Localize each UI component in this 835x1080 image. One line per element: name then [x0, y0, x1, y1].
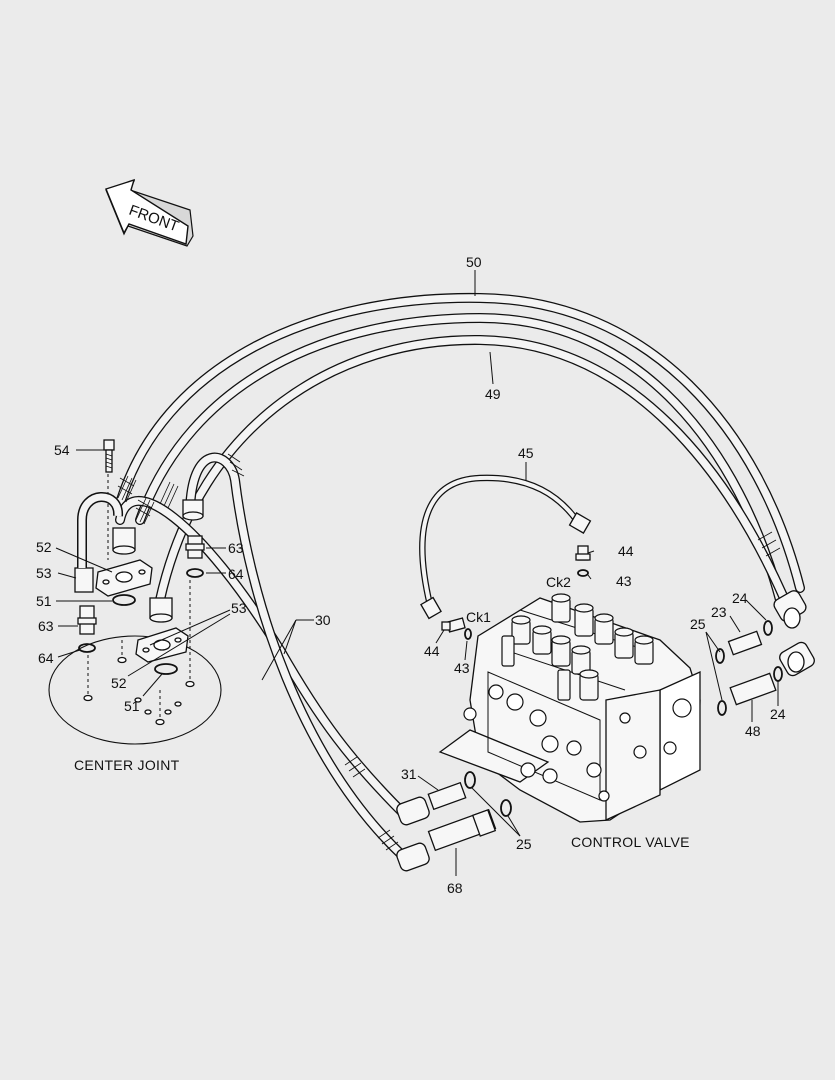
- bolt-54: [103, 439, 115, 473]
- callout-64-right: 64: [228, 566, 244, 582]
- hose-45: [419, 474, 592, 620]
- callout-48: 48: [745, 723, 761, 739]
- o-ring-64-right: [186, 568, 204, 578]
- front-arrow: FRONT: [105, 178, 194, 247]
- callout-54: 54: [54, 442, 70, 458]
- adapter-48: [729, 672, 777, 706]
- o-ring-64-left: [78, 643, 96, 653]
- callout-24-upper: 24: [732, 590, 748, 606]
- callout-30: 30: [315, 612, 331, 628]
- callout-24-lower: 24: [770, 706, 786, 722]
- caption-center-joint: CENTER JOINT: [74, 757, 180, 773]
- adapter-31: [427, 781, 467, 811]
- o-ring-25-b1: [464, 771, 476, 789]
- o-ring-25-b2: [500, 799, 512, 817]
- adapter-68: [427, 808, 497, 852]
- hose-end-fittings-center: [74, 492, 204, 623]
- callout-25-bottom: 25: [516, 836, 532, 852]
- o-ring-25-lower: [717, 700, 727, 716]
- leader-lines: [55, 270, 779, 876]
- adapter-63-left: [77, 605, 97, 635]
- callout-25-right: 25: [690, 616, 706, 632]
- callout-31: 31: [401, 766, 417, 782]
- callout-43-left: 43: [454, 660, 470, 676]
- hose-49a: [135, 312, 785, 605]
- callout-53-upper: 53: [36, 565, 52, 581]
- callout-44-left: 44: [424, 643, 440, 659]
- callout-52-upper: 52: [36, 539, 52, 555]
- callout-labels: 50 49 45 54 52 53 51 63 64 63 64 53 52 5…: [36, 254, 786, 896]
- hose-end-right-lower: [779, 641, 815, 677]
- caption-control-valve: CONTROL VALVE: [571, 834, 690, 850]
- flange-upper: [95, 559, 153, 597]
- callout-23: 23: [711, 604, 727, 620]
- callout-63-right: 63: [228, 540, 244, 556]
- callout-ck2: Ck2: [546, 574, 571, 590]
- hose-braid-marks: [117, 453, 781, 851]
- hose-50: [113, 292, 805, 593]
- callout-50: 50: [466, 254, 482, 270]
- hose-end-right-upper: [773, 590, 807, 629]
- callout-68: 68: [447, 880, 463, 896]
- hose-30b: [185, 452, 410, 863]
- o-ring-43-top: [577, 569, 589, 577]
- hose-end-30a: [396, 796, 430, 826]
- fitting-44-top: [575, 545, 591, 561]
- o-ring-25-upper: [715, 648, 725, 664]
- callout-51-upper: 51: [36, 593, 52, 609]
- callout-49: 49: [485, 386, 501, 402]
- center-joint-plate: [48, 462, 222, 745]
- flange-lower: [135, 627, 189, 663]
- control-valve: [438, 593, 701, 823]
- adapter-63-right: [185, 535, 205, 559]
- callout-64-left: 64: [38, 650, 54, 666]
- adapter-23: [727, 630, 763, 656]
- fitting-44-left: [441, 617, 466, 633]
- o-ring-51-upper: [112, 594, 136, 606]
- callout-63-left: 63: [38, 618, 54, 634]
- callout-44-top: 44: [618, 543, 634, 559]
- o-ring-24-upper: [763, 620, 773, 636]
- callout-ck1: Ck1: [466, 609, 491, 625]
- callout-52-lower: 52: [111, 675, 127, 691]
- callout-51-lower: 51: [124, 698, 140, 714]
- hose-end-30b: [396, 842, 430, 872]
- callout-45: 45: [518, 445, 534, 461]
- o-ring-24-lower: [773, 666, 783, 682]
- callout-43-top: 43: [616, 573, 632, 589]
- callout-53-lower: 53: [231, 600, 247, 616]
- o-ring-51-lower: [154, 663, 178, 675]
- o-ring-43-left: [464, 628, 472, 640]
